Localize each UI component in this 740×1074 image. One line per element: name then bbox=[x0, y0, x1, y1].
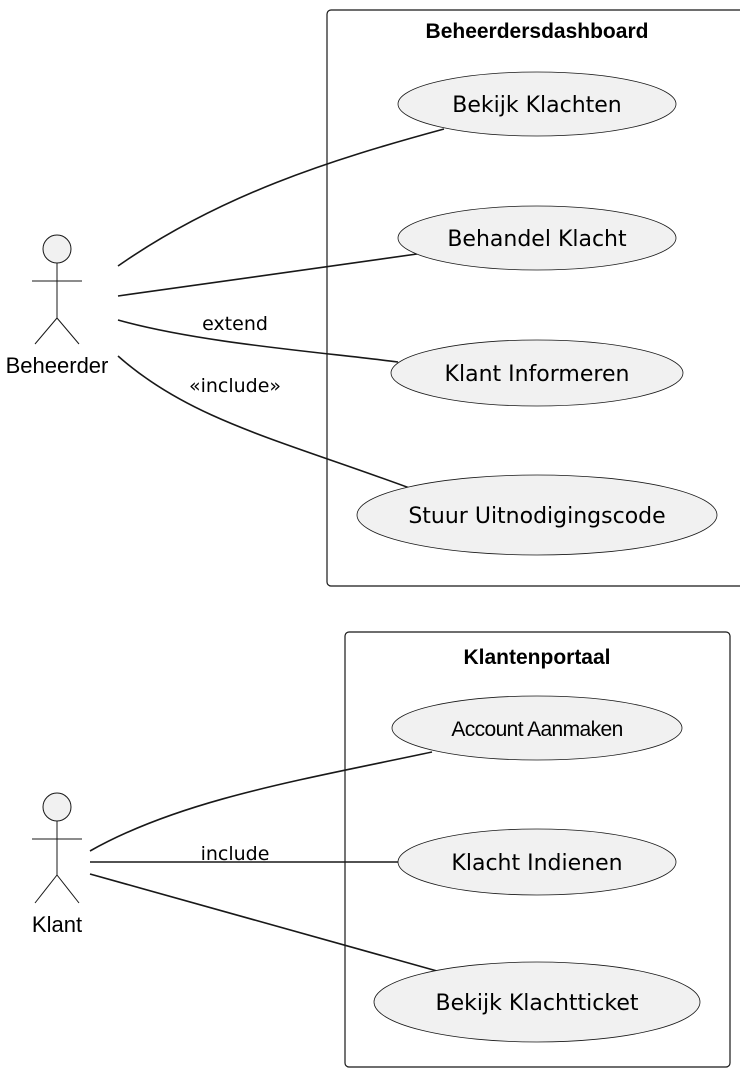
svg-text:Klant Informeren: Klant Informeren bbox=[445, 362, 630, 387]
svg-text:Stuur Uitnodigingscode: Stuur Uitnodigingscode bbox=[408, 504, 665, 529]
use-case-bekijk-klachten[interactable]: Bekijk Klachten bbox=[397, 71, 677, 137]
actor-klant-head-icon bbox=[42, 792, 72, 822]
actor-klant[interactable]: Klant bbox=[32, 792, 82, 937]
association-klant-account-aanmaken bbox=[89, 751, 433, 852]
svg-text:Bekijk Klachten: Bekijk Klachten bbox=[452, 93, 622, 118]
actor-beheerder[interactable]: Beheerder bbox=[6, 234, 109, 378]
svg-text:Klacht Indienen: Klacht Indienen bbox=[451, 851, 622, 876]
actor-label-klant: Klant bbox=[32, 912, 82, 937]
association-beheerder-bekijk-klachten bbox=[117, 128, 445, 267]
association-beheerder-behandel-klacht bbox=[117, 253, 418, 297]
actor-label-beheerder: Beheerder bbox=[6, 353, 109, 378]
svg-text:Account Aanmaken: Account Aanmaken bbox=[451, 718, 622, 741]
system-title-customer: Klantenportaal bbox=[463, 646, 610, 669]
system-title-admin: Beheerdersdashboard bbox=[426, 20, 649, 43]
system-frame-admin bbox=[326, 9, 740, 587]
system-boundary-admin: Beheerdersdashboard bbox=[326, 9, 740, 587]
use-case-behandel-klacht[interactable]: Behandel Klacht bbox=[397, 205, 677, 271]
relation-label-extend: extend bbox=[202, 313, 268, 335]
use-case-bekijk-klachtticket[interactable]: Bekijk Klachtticket bbox=[373, 961, 701, 1043]
association-beheerder-klant-informeren bbox=[117, 319, 399, 363]
use-case-klacht-indienen[interactable]: Klacht Indienen bbox=[397, 828, 677, 896]
actor-beheerder-head-icon bbox=[42, 234, 72, 264]
association-klant-bekijk-klachtticket bbox=[89, 873, 438, 972]
association-beheerder-stuur-uitnodigingscode bbox=[117, 355, 416, 491]
svg-text:Behandel Klacht: Behandel Klacht bbox=[447, 227, 627, 252]
svg-text:Bekijk Klachtticket: Bekijk Klachtticket bbox=[436, 991, 639, 1016]
use-case-stuur-uitnodigingscode[interactable]: Stuur Uitnodigingscode bbox=[356, 474, 718, 556]
use-case-account-aanmaken[interactable]: Account Aanmaken bbox=[391, 695, 683, 761]
use-case-klant-informeren[interactable]: Klant Informeren bbox=[390, 339, 684, 407]
relation-label-include: include bbox=[201, 843, 270, 865]
relation-label-include-guillemets: «include» bbox=[189, 375, 281, 397]
